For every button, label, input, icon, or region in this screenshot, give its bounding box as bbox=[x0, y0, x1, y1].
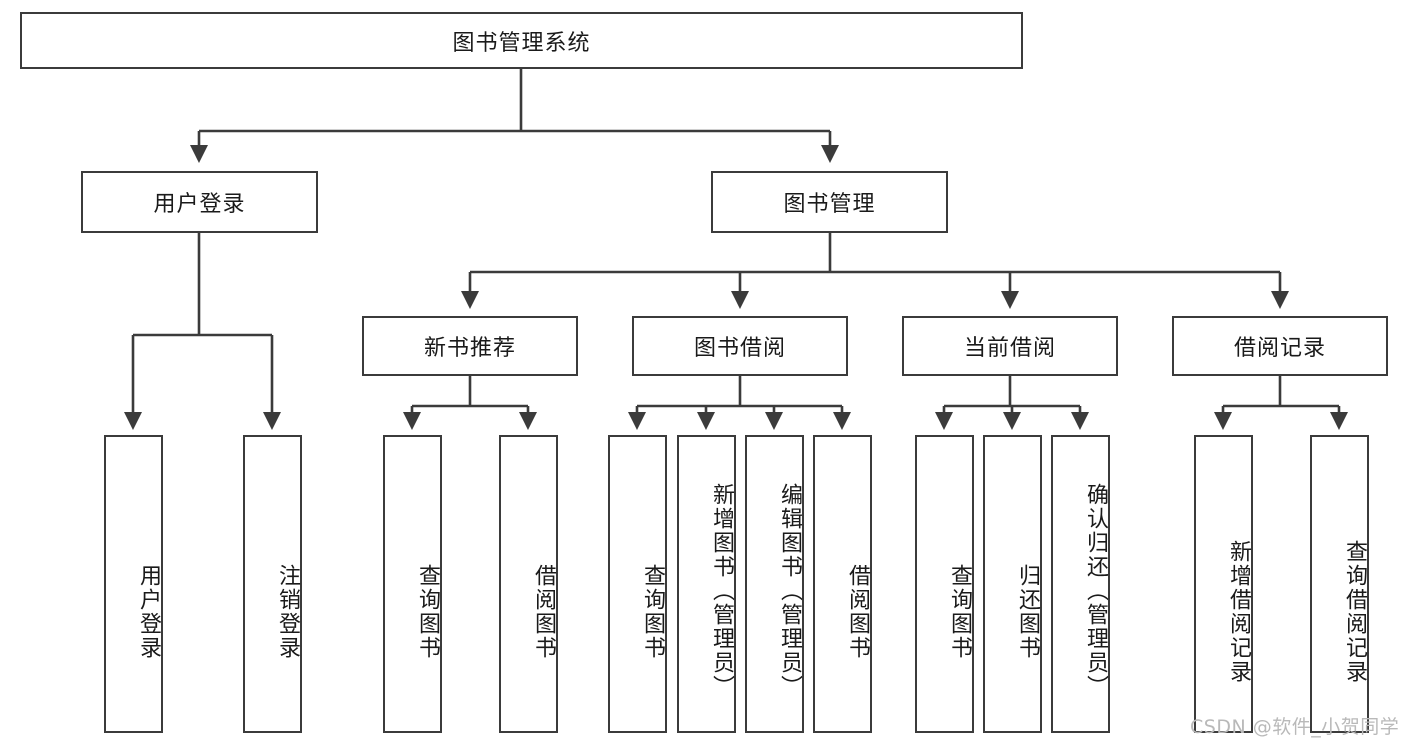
node-new-book-recommend[interactable]: 新书推荐 bbox=[362, 316, 578, 376]
node-book-borrow[interactable]: 图书借阅 bbox=[632, 316, 848, 376]
watermark-csdn: CSDN @软件_小贺同学 bbox=[1190, 716, 1400, 738]
leaf-borrow-book-recommend[interactable]: 借阅图书 bbox=[499, 435, 558, 733]
leaf-return-book[interactable]: 归还图书 bbox=[983, 435, 1042, 733]
node-user-login[interactable]: 用户登录 bbox=[81, 171, 318, 233]
leaf-label: 查询图书 bbox=[640, 564, 665, 660]
leaf-label: 用户登录 bbox=[136, 564, 161, 660]
leaf-label: 查询借阅记录 bbox=[1342, 540, 1367, 684]
leaf-label: 注销登录 bbox=[275, 564, 300, 660]
node-book-manage[interactable]: 图书管理 bbox=[711, 171, 948, 233]
leaf-query-book-borrow[interactable]: 查询图书 bbox=[608, 435, 667, 733]
leaf-edit-book-admin[interactable]: 编辑图书（管理员） bbox=[745, 435, 804, 733]
leaf-query-borrow-record[interactable]: 查询借阅记录 bbox=[1310, 435, 1369, 733]
leaf-borrow-book-borrow[interactable]: 借阅图书 bbox=[813, 435, 872, 733]
leaf-label: 查询图书 bbox=[947, 564, 972, 660]
leaf-label: 借阅图书 bbox=[531, 564, 556, 660]
leaf-label: 查询图书 bbox=[415, 564, 440, 660]
leaf-query-book-current[interactable]: 查询图书 bbox=[915, 435, 974, 733]
leaf-user-login[interactable]: 用户登录 bbox=[104, 435, 163, 733]
leaf-add-book-admin[interactable]: 新增图书（管理员） bbox=[677, 435, 736, 733]
leaf-query-book-recommend[interactable]: 查询图书 bbox=[383, 435, 442, 733]
node-borrow-record[interactable]: 借阅记录 bbox=[1172, 316, 1388, 376]
node-root-system[interactable]: 图书管理系统 bbox=[20, 12, 1023, 69]
leaf-label: 借阅图书 bbox=[845, 564, 870, 660]
leaf-label: 新增图书（管理员） bbox=[709, 483, 734, 699]
leaf-label: 归还图书 bbox=[1015, 564, 1040, 660]
leaf-label: 编辑图书（管理员） bbox=[777, 483, 802, 699]
leaf-confirm-return-admin[interactable]: 确认归还（管理员） bbox=[1051, 435, 1110, 733]
leaf-label: 新增借阅记录 bbox=[1226, 540, 1251, 684]
leaf-add-borrow-record[interactable]: 新增借阅记录 bbox=[1194, 435, 1253, 733]
leaf-logout-login[interactable]: 注销登录 bbox=[243, 435, 302, 733]
node-current-borrow[interactable]: 当前借阅 bbox=[902, 316, 1118, 376]
leaf-label: 确认归还（管理员） bbox=[1083, 483, 1108, 699]
